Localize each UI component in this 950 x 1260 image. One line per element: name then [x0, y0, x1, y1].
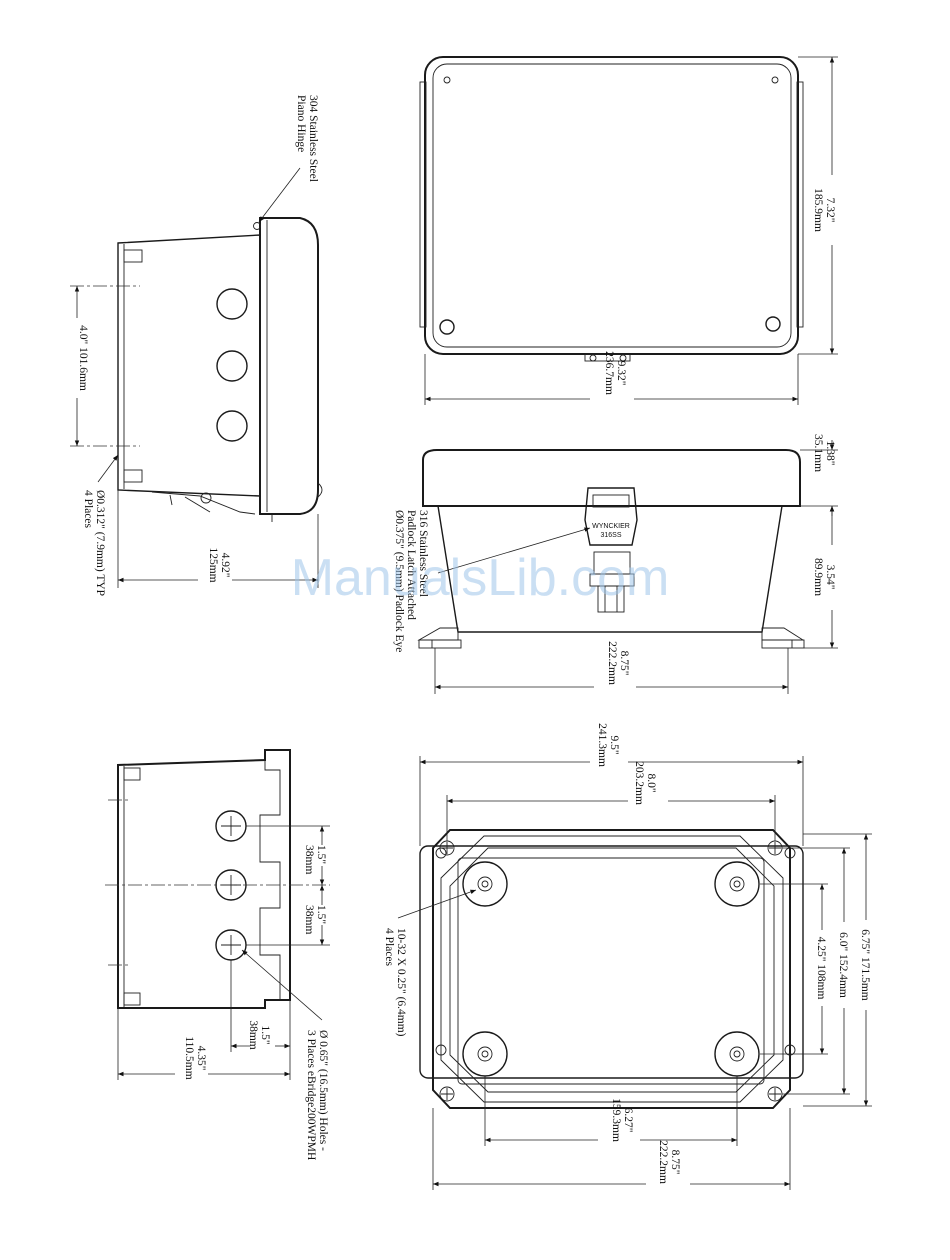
hinge-label-line1: 304 Stainless Steel	[307, 95, 319, 182]
front-screw-br	[765, 316, 781, 332]
side-depth-in: 4.92"	[219, 553, 231, 578]
plan-overall-in: 9.5"	[608, 735, 620, 754]
pitch2-mm: 38mm	[303, 905, 315, 934]
front-width-mm: 236.7mm	[603, 351, 615, 395]
plan-hole-bl	[439, 1086, 455, 1102]
plan-hole-span-in: 8.0"	[645, 773, 657, 792]
front-height-mm: 185.9mm	[812, 188, 824, 232]
plan-flange-mm: 222.2mm	[657, 1140, 669, 1184]
latch-brand: WYNCKIER	[592, 523, 630, 530]
front-outline	[424, 56, 799, 355]
offset-mm: 38mm	[247, 1020, 259, 1049]
front-screw-tr	[771, 76, 779, 84]
cover-height-mm: 35.1mm	[812, 434, 824, 472]
front-height-in: 7.32"	[824, 198, 836, 223]
front-width-in: 9.32"	[615, 361, 627, 386]
side-knockout-2	[216, 350, 248, 382]
plan-boss-span-in: 6.27"	[622, 1108, 634, 1133]
lower-depth-mm: 110.5mm	[183, 1036, 195, 1079]
elevation-flange-right	[761, 627, 805, 641]
plan-flange	[419, 845, 804, 1079]
body-height-mm: 89.9mm	[812, 558, 824, 596]
plan-inner-1	[440, 835, 784, 1103]
plan-flange-in: 8.75"	[669, 1150, 681, 1175]
plan-height-boss: 4.25" 108mm	[815, 937, 827, 1000]
body-height-in: 3.54"	[824, 565, 836, 590]
base-width-mm: 222.2mm	[606, 641, 618, 685]
plan-inner-3	[457, 857, 765, 1085]
screw-label-line1: 10-32 X 0.25" (6.4mm)	[395, 928, 407, 1037]
side-hole-label-line2: 4 Places	[82, 490, 94, 529]
pitch1-in: 1.5"	[315, 845, 327, 864]
side-cover	[259, 217, 319, 515]
side-knockout-3	[216, 410, 248, 442]
side-knockout-1	[216, 288, 248, 320]
front-left-lip	[419, 81, 427, 328]
plan-boss-span-mm: 159.3mm	[610, 1098, 622, 1142]
front-view: 9.32" 236.7mm 7.32" 185.9mm	[419, 56, 838, 405]
hinge-label-line2: Piano Hinge	[295, 95, 307, 152]
elevation-body	[437, 505, 783, 633]
screw-label-line2: 4 Places	[383, 928, 395, 967]
plan-hole-span-mm: 203.2mm	[633, 761, 645, 805]
plan-height-outer: 6.75" 171.5mm	[859, 929, 871, 1001]
front-screw-tl	[443, 76, 451, 84]
offset-in: 1.5"	[259, 1025, 271, 1044]
front-right-lip	[796, 81, 804, 328]
front-inner-outline	[432, 63, 792, 348]
side-hole-spacing: 4.0" 101.6mm	[77, 325, 89, 391]
plan-bosses	[462, 861, 760, 1077]
front-latch-pin-right	[619, 354, 627, 362]
padlock-label-line2: Padlock Latch Attached	[405, 510, 417, 620]
hinge-pin-icon	[253, 222, 261, 230]
lower-depth-in: 4.35"	[195, 1046, 207, 1071]
elevation-flange-left	[417, 627, 459, 641]
cover-height-in: 1.38"	[824, 441, 836, 466]
side-view-upper: 304 Stainless Steel Piano Hinge 4.0" 101…	[70, 95, 323, 596]
side-view-lower: 1.5" 38mm 1.5" 38mm 1.5" 38mm 4.35" 110.…	[105, 749, 330, 1160]
lower-side-steps	[259, 760, 281, 1000]
latch-model: 316SS	[600, 532, 621, 539]
side-latch	[151, 491, 256, 515]
padlock-latch[interactable]	[584, 487, 638, 546]
front-screw-bl	[439, 319, 455, 335]
holes-label-line2: 3 Places eBridge200WPMH	[305, 1030, 317, 1160]
front-latch-stub	[584, 353, 631, 362]
front-latch-pin-left	[589, 354, 597, 362]
elevation-view: WYNCKIER 316SS 316 Stainless Steel Padlo…	[393, 434, 838, 694]
padlock-label-line1: 316 Stainless Steel	[417, 510, 429, 597]
side-hole-label-line1: Ø0.312" (7.9mm) TYP	[94, 490, 106, 596]
plan-outer	[432, 829, 791, 1109]
plan-overall-mm: 241.3mm	[596, 723, 608, 767]
plan-view: 9.5" 241.3mm 8.0" 203.2mm 6.27" 159.3mm …	[383, 723, 872, 1190]
plan-height-holes: 6.0" 152.4mm	[837, 932, 849, 998]
side-depth-mm: 125mm	[207, 547, 219, 582]
watermark-text: ManualsLib.com	[291, 549, 670, 607]
base-width-in: 8.75"	[618, 651, 630, 676]
pitch1-mm: 38mm	[303, 845, 315, 874]
elevation-cover	[422, 449, 801, 507]
side-body	[117, 234, 261, 497]
padlock-label-line3: Ø0.375" (9.5mm) Padlock Eye	[393, 510, 405, 652]
holes-label-line1: Ø 0.65" (16.5mm) Holes -	[317, 1030, 329, 1151]
pitch2-in: 1.5"	[315, 905, 327, 924]
plan-inner-2	[449, 847, 775, 1093]
